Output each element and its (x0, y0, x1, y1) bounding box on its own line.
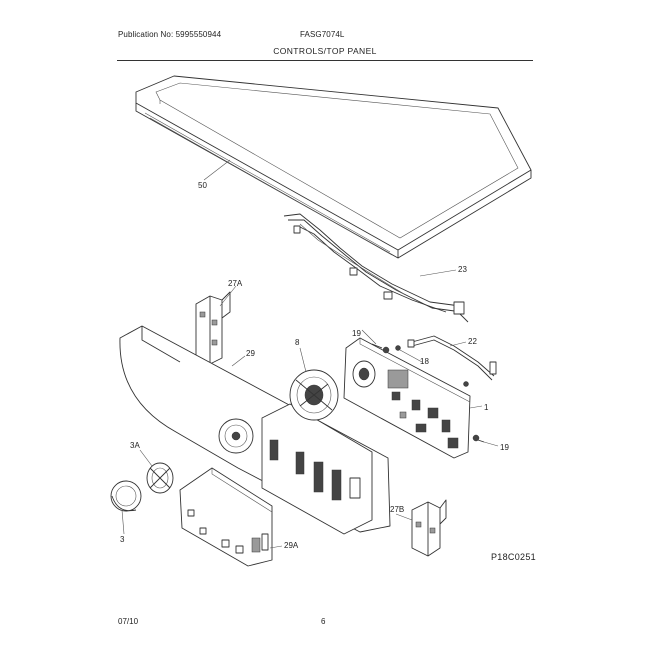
bracket-27b-part (411, 499, 447, 557)
part-label: 27A (228, 279, 243, 288)
section-title: CONTROLS/TOP PANEL (273, 46, 377, 56)
part-label: 18 (420, 357, 429, 366)
publication-number: Publication No: 5995550944 (118, 30, 222, 39)
part-label: 29A (284, 541, 299, 550)
part-label: 29 (246, 349, 255, 358)
bracket-27a-part (195, 291, 231, 365)
part-label: 1 (484, 403, 489, 412)
encoder-ring-part (289, 369, 339, 421)
screw-19-upper-part (371, 343, 390, 354)
top-panel-part (135, 75, 532, 259)
footer-date: 07/10 (118, 617, 139, 626)
model-number: FASG7074L (300, 30, 345, 39)
screw-19-lower-part (472, 434, 485, 443)
part-label: 8 (295, 338, 300, 347)
knob-part (110, 480, 142, 512)
page-number: 6 (321, 617, 326, 626)
part-label: 22 (468, 337, 477, 346)
overlay-panel-29a-part (179, 467, 273, 567)
wire-harness-part (283, 213, 469, 323)
part-label: 50 (198, 181, 207, 190)
bezel-ring-part (146, 462, 174, 494)
diagram-reference: P18C0251 (491, 552, 536, 562)
leader-lines (121, 159, 499, 549)
part-label: 19 (352, 329, 361, 338)
control-console-part (119, 325, 391, 535)
header-rule (117, 60, 533, 61)
part-label: 3 (120, 535, 125, 544)
console-dial-part (218, 418, 254, 454)
part-label: 3A (130, 441, 140, 450)
part-label: 23 (458, 265, 467, 274)
part-label: 27B (390, 505, 404, 514)
control-board-part (343, 337, 471, 459)
part-label: 19 (500, 443, 509, 452)
wire-lead-22-part (407, 335, 497, 381)
screw-18-part (395, 345, 469, 387)
